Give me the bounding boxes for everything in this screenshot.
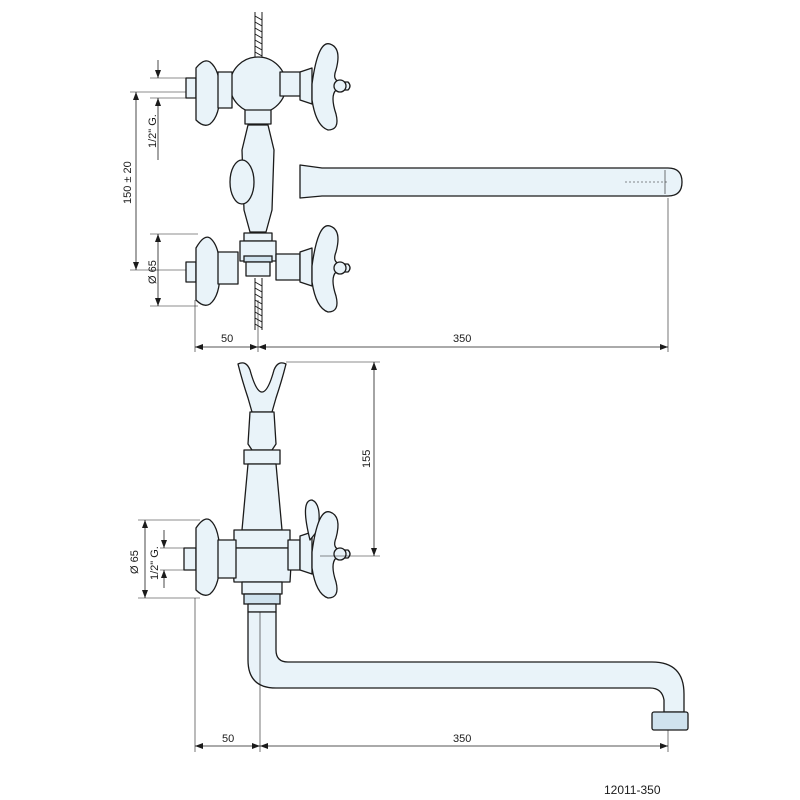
cross-handle-upper <box>279 43 351 131</box>
bottom-height-label: 155 <box>361 450 373 468</box>
shower-hose-bottom <box>254 278 263 330</box>
top-spout-dim-label: 350 <box>453 333 471 345</box>
wall-connector-bottom <box>183 518 237 596</box>
mixer-body-bottom <box>231 529 293 613</box>
bottom-diameter-label: Ø 65 <box>129 550 141 574</box>
bottom-wall-dim-label: 50 <box>222 733 234 745</box>
shower-hose-top <box>254 12 263 58</box>
mixer-body-top <box>229 56 287 277</box>
dimensions-bottom <box>138 361 669 752</box>
top-view: 1/2" G. 150 ± 20 Ø 65 50 350 <box>122 12 683 352</box>
bottom-view: 155 Ø 65 1/2" G. 50 350 <box>129 361 689 752</box>
cross-handle-lower <box>275 225 351 313</box>
bottom-spout-dim-label: 350 <box>453 733 471 745</box>
top-diameter-label: Ø 65 <box>147 260 159 284</box>
shower-holder <box>237 362 287 531</box>
product-code: 12011-350 <box>604 783 661 797</box>
top-spacing-label: 150 ± 20 <box>122 161 134 204</box>
top-thread-label: 1/2" G. <box>147 114 159 148</box>
spout-bottom <box>247 611 689 731</box>
bottom-thread-label: 1/2" G. <box>149 546 161 580</box>
top-wall-dim-label: 50 <box>221 333 233 345</box>
wall-connector-upper <box>185 60 233 126</box>
dimensions-top <box>130 60 669 352</box>
spout-top <box>299 164 683 199</box>
cross-handle-bottom <box>287 499 351 599</box>
wall-connector-lower <box>185 236 239 306</box>
